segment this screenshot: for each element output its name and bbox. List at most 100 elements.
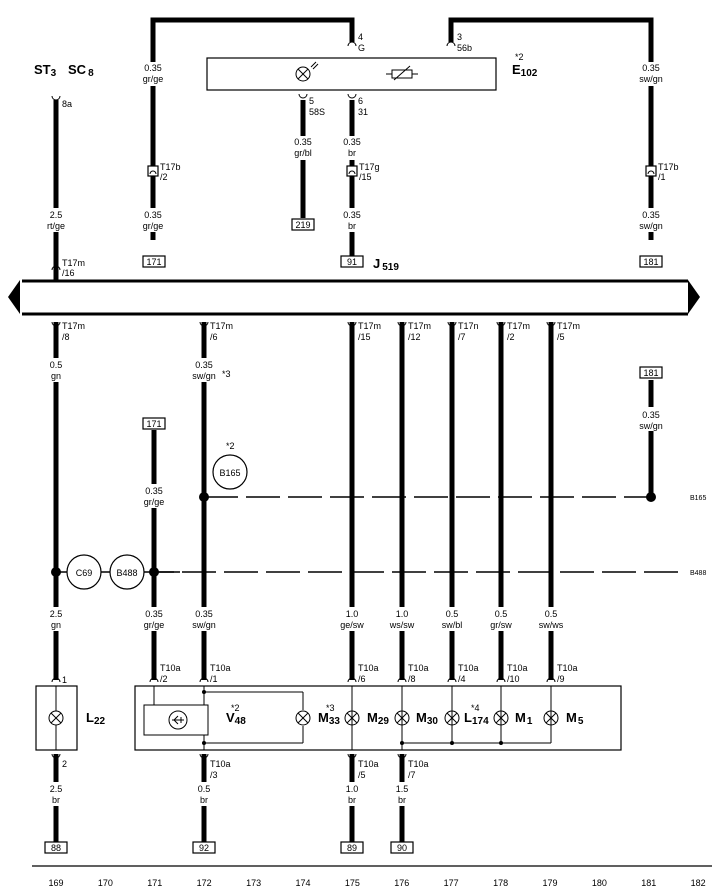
wire-color: gr/bl [294, 148, 312, 158]
wire-size: 0.35 [195, 609, 213, 619]
wire-color: gr/ge [143, 221, 164, 231]
conn-name: T17m [358, 321, 381, 331]
conn-pin: /1 [658, 172, 666, 182]
conn-pin: /7 [408, 770, 416, 780]
conn-pin: /6 [358, 674, 366, 684]
pin-5: 5 [309, 96, 314, 106]
ref-171: 171 [146, 257, 161, 267]
b165-note: *2 [226, 441, 235, 451]
wire-note: *3 [222, 369, 231, 379]
conn-name: T10a [408, 663, 429, 673]
wire-size: 0.5 [446, 609, 459, 619]
grid-number: 171 [147, 878, 162, 888]
grid-number: 177 [444, 878, 459, 888]
conn-name: T10a [358, 663, 379, 673]
m1-label: M1 [515, 710, 533, 727]
mid-connectors: T17m /8 T17m /6 T17m /15 T17m /12 T17n /… [51, 321, 580, 342]
ref-88: 88 [51, 843, 61, 853]
e102-note: *2 [515, 52, 524, 62]
wire-color: ge/sw [340, 620, 364, 630]
wire-color: br [200, 795, 208, 805]
top-wire-labels: 0.35 gr/ge 0.35 sw/gn 0.35 gr/bl 0.35 br… [39, 62, 668, 232]
top-pin-arcs [51, 41, 456, 101]
grid-number: 181 [641, 878, 656, 888]
conn-name: T17n [458, 321, 479, 331]
ref-91: 91 [347, 257, 357, 267]
svg-text:C69: C69 [76, 568, 93, 578]
wire-size: 0.35 [195, 360, 213, 370]
conn-pin: /9 [557, 674, 565, 684]
conn-name: T10a [160, 663, 181, 673]
v48-note: *2 [231, 703, 240, 713]
wire-size: 2.5 [50, 784, 63, 794]
wire-color: sw/gn [639, 421, 663, 431]
wire-size: 0.35 [343, 137, 361, 147]
m5-label: M5 [566, 710, 584, 727]
grid-number: 170 [98, 878, 113, 888]
pin-3-56b: 56b [457, 43, 472, 53]
wire-color: rt/ge [47, 221, 65, 231]
wire-size: 1.0 [396, 609, 409, 619]
conn-name: T17g [359, 162, 380, 172]
conn-pin: /15 [359, 172, 372, 182]
wire-color: gr/ge [144, 497, 165, 507]
pin-5-58s: 58S [309, 107, 325, 117]
wire-color: ws/sw [389, 620, 415, 630]
wire-color: sw/gn [639, 221, 663, 231]
wire-size: 0.35 [144, 210, 162, 220]
wire-color: gn [51, 620, 61, 630]
conn-name: T17b [658, 162, 679, 172]
conn-pin: /3 [210, 770, 218, 780]
wire-color: sw/gn [639, 74, 663, 84]
component-labels: V48 *2 M33 *3 M29 M30 L174 *4 M1 M5 [226, 703, 584, 727]
conn-pin: /2 [507, 332, 515, 342]
conn-pin: /2 [160, 674, 168, 684]
wire-color: sw/bl [442, 620, 463, 630]
st3-label: ST3 [34, 62, 57, 79]
e102-resistor-icon [386, 65, 418, 81]
conn-pin: /1 [210, 674, 218, 684]
conn-pin: /2 [160, 172, 168, 182]
v48-label: V48 [226, 710, 246, 727]
bottom-ref-boxes: 88 92 89 90 [44, 841, 414, 854]
wire-size: 0.5 [198, 784, 211, 794]
wire-size: 0.35 [642, 410, 660, 420]
mid-wire-labels: 0.5 gn 0.35 sw/gn *3 0.35 sw/gn 0.35 gr/… [39, 358, 668, 508]
grid-number: 182 [691, 878, 706, 888]
wire-size: 0.35 [144, 63, 162, 73]
bottom-wire-labels: 2.5 br 0.5 br 1.0 br 1.5 br [39, 782, 419, 806]
m33-label: M33 [318, 710, 340, 727]
grid-number: 173 [246, 878, 261, 888]
low-wire-labels: 2.5 gn 0.35 gr/ge 0.35 sw/gn 1.0 ge/sw 1… [39, 607, 568, 631]
bottom-connector-labels: 2 T10a /3 T10a /5 T10a /7 [62, 759, 429, 780]
conn-name: T10a [210, 759, 231, 769]
grid-number: 178 [493, 878, 508, 888]
wire-color: gr/ge [143, 74, 164, 84]
conn-name: T10a [507, 663, 528, 673]
conn-pin: /5 [557, 332, 565, 342]
splice-lines [51, 492, 680, 577]
grid-number: 175 [345, 878, 360, 888]
ref-92: 92 [199, 843, 209, 853]
conn-pin: /16 [62, 268, 75, 278]
wire-color: br [348, 221, 356, 231]
wire-color: br [398, 795, 406, 805]
l22-pin-2: 2 [62, 759, 67, 769]
wire-size: 0.35 [343, 210, 361, 220]
wire-size: 1.0 [346, 784, 359, 794]
wire-size: 2.5 [50, 210, 63, 220]
ref-181: 181 [643, 257, 658, 267]
wire-size: 0.5 [495, 609, 508, 619]
v48-m-group-box [134, 685, 622, 751]
mid-ref-boxes: 181 171 [142, 366, 663, 430]
splice-c69: C69 [66, 554, 102, 590]
grid-number: 172 [197, 878, 212, 888]
wire-color: gr/ge [144, 620, 165, 630]
wire-color: sw/gn [192, 620, 216, 630]
wire-color: br [348, 148, 356, 158]
pin-6: 6 [358, 96, 363, 106]
wire-size: 0.35 [145, 609, 163, 619]
low-connectors: 1 T10a /2 T10a /1 T10a /6 T10a /8 T10a /… [51, 663, 578, 685]
j519-bus [8, 279, 700, 316]
